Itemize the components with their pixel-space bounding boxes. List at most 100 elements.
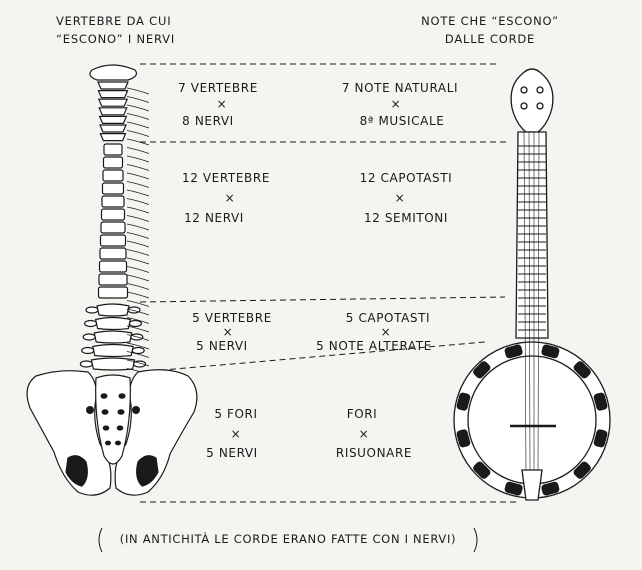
nerve-tick bbox=[126, 334, 150, 341]
thoracic-vertebra bbox=[101, 195, 125, 208]
pelvis-right-foramen bbox=[136, 455, 159, 487]
resonator-hole bbox=[473, 361, 491, 379]
row4-left-count: 5 FORI bbox=[214, 407, 258, 421]
left-header-line-1: VERTEBRE DA CUI bbox=[56, 14, 172, 28]
banjo-frets bbox=[518, 145, 546, 331]
nerve-tick bbox=[126, 113, 150, 120]
row2-left-times: × bbox=[224, 191, 236, 205]
nerve-tick bbox=[126, 359, 150, 367]
nerve-tick bbox=[126, 317, 150, 324]
resonator-hole bbox=[504, 344, 523, 359]
footnote: (IN ANTICHITÀ LE CORDE ERANO FATTE CON I… bbox=[119, 532, 457, 546]
thoracic-vertebra bbox=[98, 273, 128, 286]
row3-left-result: 5 NERVI bbox=[196, 339, 248, 353]
cervical-vertebra bbox=[99, 133, 127, 142]
pelvis-right-wing bbox=[114, 369, 198, 496]
nerve-tick bbox=[126, 232, 150, 239]
lumbar-vertebrae bbox=[79, 303, 147, 371]
lumbar-process bbox=[131, 346, 145, 355]
nerve-tick bbox=[126, 325, 150, 333]
nerve-tick bbox=[126, 198, 150, 205]
pelvis-left-foramen bbox=[65, 455, 88, 487]
nerve-tick bbox=[126, 223, 150, 231]
nerve-lines bbox=[126, 87, 150, 375]
row4-right-result: RISUONARE bbox=[335, 446, 413, 460]
resonator-hole bbox=[541, 344, 560, 359]
nerve-tick bbox=[126, 164, 150, 171]
resonator-hole bbox=[593, 429, 608, 448]
cervical-vertebra bbox=[98, 107, 128, 116]
nerve-tick bbox=[126, 130, 150, 137]
row3-right-result: 5 NOTE ALTERATE bbox=[316, 339, 432, 353]
nerve-tick bbox=[126, 308, 150, 316]
nerve-tick bbox=[126, 104, 150, 112]
row2-left-result: 12 NERVI bbox=[184, 211, 244, 225]
nerve-tick bbox=[126, 240, 150, 248]
row2-right-count: 12 CAPOTASTI bbox=[359, 171, 453, 185]
thoracic-vertebrae bbox=[97, 143, 129, 299]
row2-right-result: 12 SEMITONI bbox=[363, 211, 449, 225]
cervical-vertebra bbox=[97, 90, 129, 99]
row1-right-count: 7 NOTE NATURALI bbox=[341, 81, 459, 95]
resonator-hole bbox=[473, 461, 491, 479]
separator-2 bbox=[139, 296, 506, 303]
separator-3 bbox=[139, 341, 486, 373]
left-header-line-2: “ESCONO” I NERVI bbox=[56, 32, 176, 46]
spine-illustration bbox=[26, 64, 198, 496]
row1-left-result: 8 NERVI bbox=[182, 114, 234, 128]
row3-left-times: × bbox=[222, 325, 234, 339]
pelvis-left-wing bbox=[26, 370, 112, 496]
sacral-foramina bbox=[86, 393, 140, 446]
lumbar-process bbox=[85, 306, 99, 314]
thoracic-vertebra bbox=[100, 221, 126, 234]
thoracic-vertebra bbox=[102, 169, 124, 182]
right-header-line-1: NOTE CHE “ESCONO” bbox=[421, 14, 559, 28]
thoracic-vertebra bbox=[99, 234, 127, 247]
thoracic-vertebra bbox=[97, 286, 129, 299]
row3-right-times: × bbox=[380, 325, 392, 339]
resonator-hole bbox=[573, 461, 591, 479]
nerve-tick bbox=[126, 351, 150, 358]
cervical-vertebra bbox=[98, 115, 128, 124]
footnote-bracket-right bbox=[473, 527, 478, 553]
lumbar-process bbox=[83, 319, 98, 328]
banjo-illustration bbox=[453, 68, 611, 501]
footnote-bracket-left bbox=[98, 527, 103, 553]
banjo-headstock bbox=[510, 68, 554, 133]
nerve-tick bbox=[126, 121, 150, 129]
cervical-vertebra bbox=[97, 81, 129, 90]
row4-left-times: × bbox=[230, 427, 242, 441]
dashed-separators bbox=[139, 63, 520, 503]
lumbar-process bbox=[81, 346, 95, 355]
row1-left-times: × bbox=[216, 97, 228, 111]
nerve-tick bbox=[126, 189, 150, 197]
nerve-tick bbox=[126, 342, 150, 350]
lumbar-vertebra bbox=[90, 357, 136, 371]
lumbar-vertebra bbox=[94, 316, 132, 331]
nerve-tick bbox=[126, 206, 150, 214]
tuning-pegs bbox=[520, 86, 544, 110]
nerve-tick bbox=[126, 96, 150, 103]
nerve-tick bbox=[126, 138, 150, 146]
banjo-rim-inner bbox=[467, 355, 597, 485]
banjo-neck bbox=[515, 131, 549, 339]
resonator-hole bbox=[541, 481, 560, 496]
atlas-vertebra bbox=[89, 64, 138, 81]
cervical-vertebra bbox=[99, 124, 127, 133]
nerve-tick bbox=[126, 291, 150, 299]
thoracic-vertebra bbox=[99, 247, 127, 260]
nerve-tick bbox=[126, 249, 150, 256]
thoracic-vertebra bbox=[100, 208, 126, 221]
resonator-holes bbox=[456, 344, 608, 496]
resonator-hole bbox=[593, 392, 608, 411]
nerve-tick bbox=[126, 181, 150, 188]
thoracic-vertebra bbox=[98, 260, 128, 273]
lumbar-vertebra bbox=[96, 303, 130, 317]
row1-right-times: × bbox=[390, 97, 402, 111]
thoracic-vertebra bbox=[101, 182, 125, 195]
banjo-strings bbox=[523, 131, 540, 471]
cervical-vertebrae bbox=[97, 81, 129, 142]
lumbar-process bbox=[128, 319, 142, 328]
nerve-tick bbox=[126, 147, 150, 154]
